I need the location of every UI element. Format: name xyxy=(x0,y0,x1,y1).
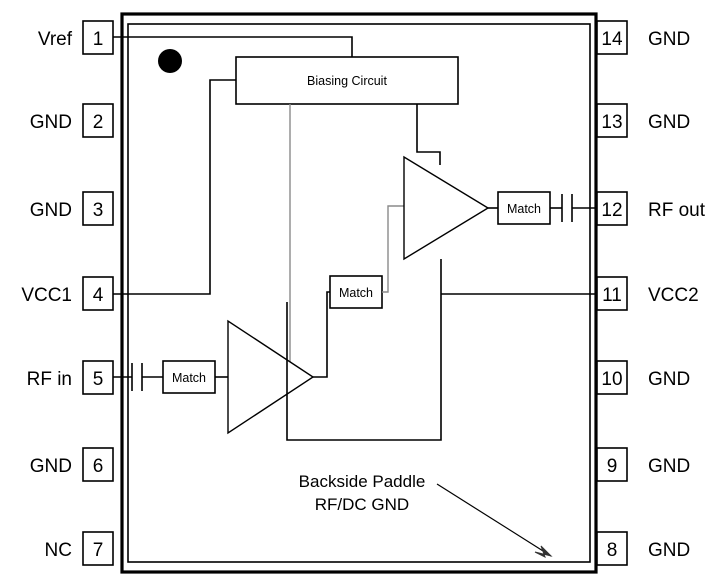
pin-number-12: 12 xyxy=(601,200,622,221)
amplifier-stage-2[interactable] xyxy=(403,155,490,261)
backside-paddle-leader-arrow xyxy=(436,483,553,559)
die-inner-frame xyxy=(127,23,591,563)
pin-box-5[interactable] xyxy=(82,360,114,395)
pin-box-4[interactable] xyxy=(82,276,114,311)
backside-paddle-line2: RF/DC GND xyxy=(315,495,409,514)
match-input-label: Match xyxy=(172,371,206,385)
net-match-mid-to-amp2 xyxy=(382,205,404,293)
pin-label-gnd-13: GND xyxy=(648,112,690,133)
pin-number-9: 9 xyxy=(607,456,618,477)
pin-group-right-11[interactable]: 11 VCC2 xyxy=(596,276,699,311)
pin-number-13: 13 xyxy=(601,112,622,133)
pin-group-left-6[interactable]: 6 GND xyxy=(30,447,114,482)
pin-box-9[interactable] xyxy=(596,447,628,482)
pin-label-vcc2: VCC2 xyxy=(648,285,699,306)
net-ground-plane-loop xyxy=(286,259,442,441)
pin-box-10[interactable] xyxy=(596,360,628,395)
biasing-circuit-block[interactable] xyxy=(235,56,459,105)
backside-paddle-line1: Backside Paddle xyxy=(299,472,426,491)
amplifier-stage-1[interactable] xyxy=(227,319,315,435)
match-interstage-label: Match xyxy=(339,286,373,300)
pin-box-3[interactable] xyxy=(82,191,114,226)
pin-number-11: 11 xyxy=(602,285,622,306)
pin-label-gnd-14: GND xyxy=(648,29,690,50)
pin-group-left-1[interactable]: 1 Vref xyxy=(38,20,114,55)
pin-one-orientation-dot xyxy=(158,49,182,73)
pin-number-4: 4 xyxy=(93,285,104,306)
match-block-input[interactable] xyxy=(162,360,216,394)
dc-block-capacitor-output xyxy=(561,194,573,222)
pin-box-2[interactable] xyxy=(82,103,114,138)
pin-label-vcc1: VCC1 xyxy=(21,285,72,306)
biasing-circuit-label: Biasing Circuit xyxy=(307,74,387,88)
pin-label-gnd-2: GND xyxy=(30,112,72,133)
pin-number-1: 1 xyxy=(93,29,104,50)
package-outer-frame xyxy=(120,12,598,574)
pin-group-right-13[interactable]: 13 GND xyxy=(596,103,690,138)
pin-number-14: 14 xyxy=(601,29,623,50)
pin-box-14[interactable] xyxy=(596,20,628,55)
pin-label-gnd-9: GND xyxy=(648,456,690,477)
net-bias-to-amp2 xyxy=(416,104,441,165)
pin-label-gnd-6: GND xyxy=(30,456,72,477)
pin-box-13[interactable] xyxy=(596,103,628,138)
pin-label-gnd-3: GND xyxy=(30,200,72,221)
pin-label-rf-out: RF out xyxy=(648,200,706,221)
pin-label-rf-in: RF in xyxy=(27,369,72,390)
pin-number-3: 3 xyxy=(93,200,104,221)
match-block-interstage[interactable] xyxy=(329,275,383,309)
dc-block-capacitor-input xyxy=(131,363,143,391)
pin-number-10: 10 xyxy=(601,369,622,390)
pin-label-vref: Vref xyxy=(38,29,73,50)
net-vref-to-bias xyxy=(113,36,353,57)
pin-group-right-12[interactable]: 12 RF out xyxy=(596,191,706,226)
match-output-label: Match xyxy=(507,202,541,216)
pin-group-left-4[interactable]: 4 VCC1 xyxy=(21,276,114,311)
pin-number-6: 6 xyxy=(93,456,104,477)
pin-label-gnd-8: GND xyxy=(648,540,690,561)
pin-group-right-14[interactable]: 14 GND xyxy=(596,20,690,55)
net-amp1-out-to-match-mid xyxy=(313,291,330,378)
pin-number-5: 5 xyxy=(93,369,104,390)
pin-box-6[interactable] xyxy=(82,447,114,482)
pin-group-right-9[interactable]: 9 GND xyxy=(596,447,690,482)
pin-group-left-5[interactable]: 5 RF in xyxy=(27,360,114,395)
pin-group-right-10[interactable]: 10 GND xyxy=(596,360,690,395)
pin-label-nc: NC xyxy=(45,540,72,561)
pin-group-left-2[interactable]: 2 GND xyxy=(30,103,114,138)
pin-number-2: 2 xyxy=(93,112,104,133)
pin-group-right-8[interactable]: 8 GND xyxy=(596,531,690,566)
pin-box-7[interactable] xyxy=(82,531,114,566)
pin-group-left-7[interactable]: 7 NC xyxy=(45,531,114,566)
pin-number-8: 8 xyxy=(607,540,618,561)
pin-box-11[interactable] xyxy=(596,276,628,311)
pin-label-gnd-10: GND xyxy=(648,369,690,390)
match-block-output[interactable] xyxy=(497,191,551,225)
pin-number-7: 7 xyxy=(93,540,104,561)
pin-group-left-3[interactable]: 3 GND xyxy=(30,191,114,226)
net-vcc1-to-bias xyxy=(113,79,236,295)
pin-box-8[interactable] xyxy=(596,531,628,566)
